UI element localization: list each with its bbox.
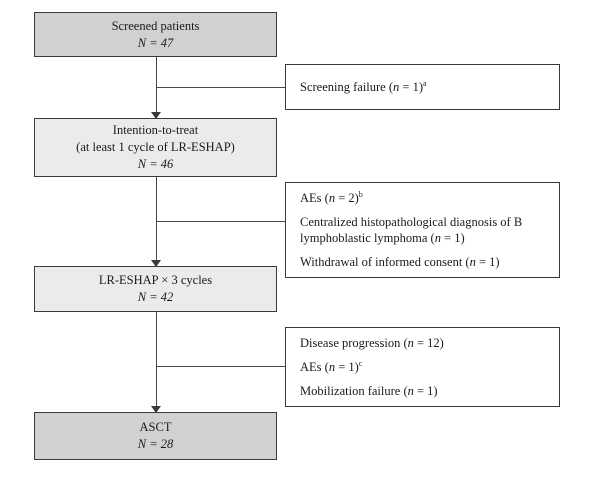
box-title-lr-eshap-cycles: LR-ESHAP × 3 cycles: [98, 273, 213, 287]
exclusion-item: Screening failure (n = 1)a: [300, 78, 427, 94]
exclusion-item: Withdrawal of informed consent (n = 1): [300, 255, 500, 269]
arrowhead-to-itt: [151, 112, 161, 119]
exclusion-item: Disease progression (n = 12): [300, 336, 444, 350]
connector-branch-screening-failure: [156, 87, 285, 88]
box-count-lr-eshap-cycles: N = 42: [137, 290, 174, 304]
box-title-intention-to-treat: Intention-to-treat: [112, 123, 199, 137]
connector-branch-itt-exclusions: [156, 221, 285, 222]
box-screening-failure: Screening failure (n = 1)a: [285, 64, 560, 110]
connector-branch-post-cycle: [156, 366, 285, 367]
box-asct: ASCT N = 28: [34, 412, 277, 460]
arrowhead-to-cycles: [151, 260, 161, 267]
box-title-asct: ASCT: [139, 420, 172, 434]
box-title-screened-patients: Screened patients: [111, 18, 200, 33]
box-post-cycle-exclusions: Disease progression (n = 12) AEs (n = 1)…: [285, 327, 560, 407]
exclusion-item: AEs (n = 1)c: [300, 358, 363, 374]
connector-cycles-to-asct: [156, 312, 157, 412]
box-lr-eshap-cycles: LR-ESHAP × 3 cycles N = 42: [34, 266, 277, 312]
box-itt-exclusions: AEs (n = 2)b Centralized histopathologic…: [285, 182, 560, 278]
arrowhead-to-asct: [151, 406, 161, 413]
box-count-screened-patients: N = 47: [137, 35, 174, 50]
box-count-intention-to-treat: N = 46: [137, 157, 174, 171]
box-screened-patients: Screened patients N = 47: [34, 12, 277, 57]
exclusion-item: AEs (n = 2)b: [300, 189, 363, 205]
exclusion-item: Mobilization failure (n = 1): [300, 384, 438, 398]
exclusion-item: Centralized histopathological diagnosis …: [300, 215, 523, 245]
box-count-asct: N = 28: [137, 437, 174, 451]
box-intention-to-treat: Intention-to-treat (at least 1 cycle of …: [34, 118, 277, 177]
box-subtitle-intention-to-treat: (at least 1 cycle of LR-ESHAP): [76, 140, 235, 154]
